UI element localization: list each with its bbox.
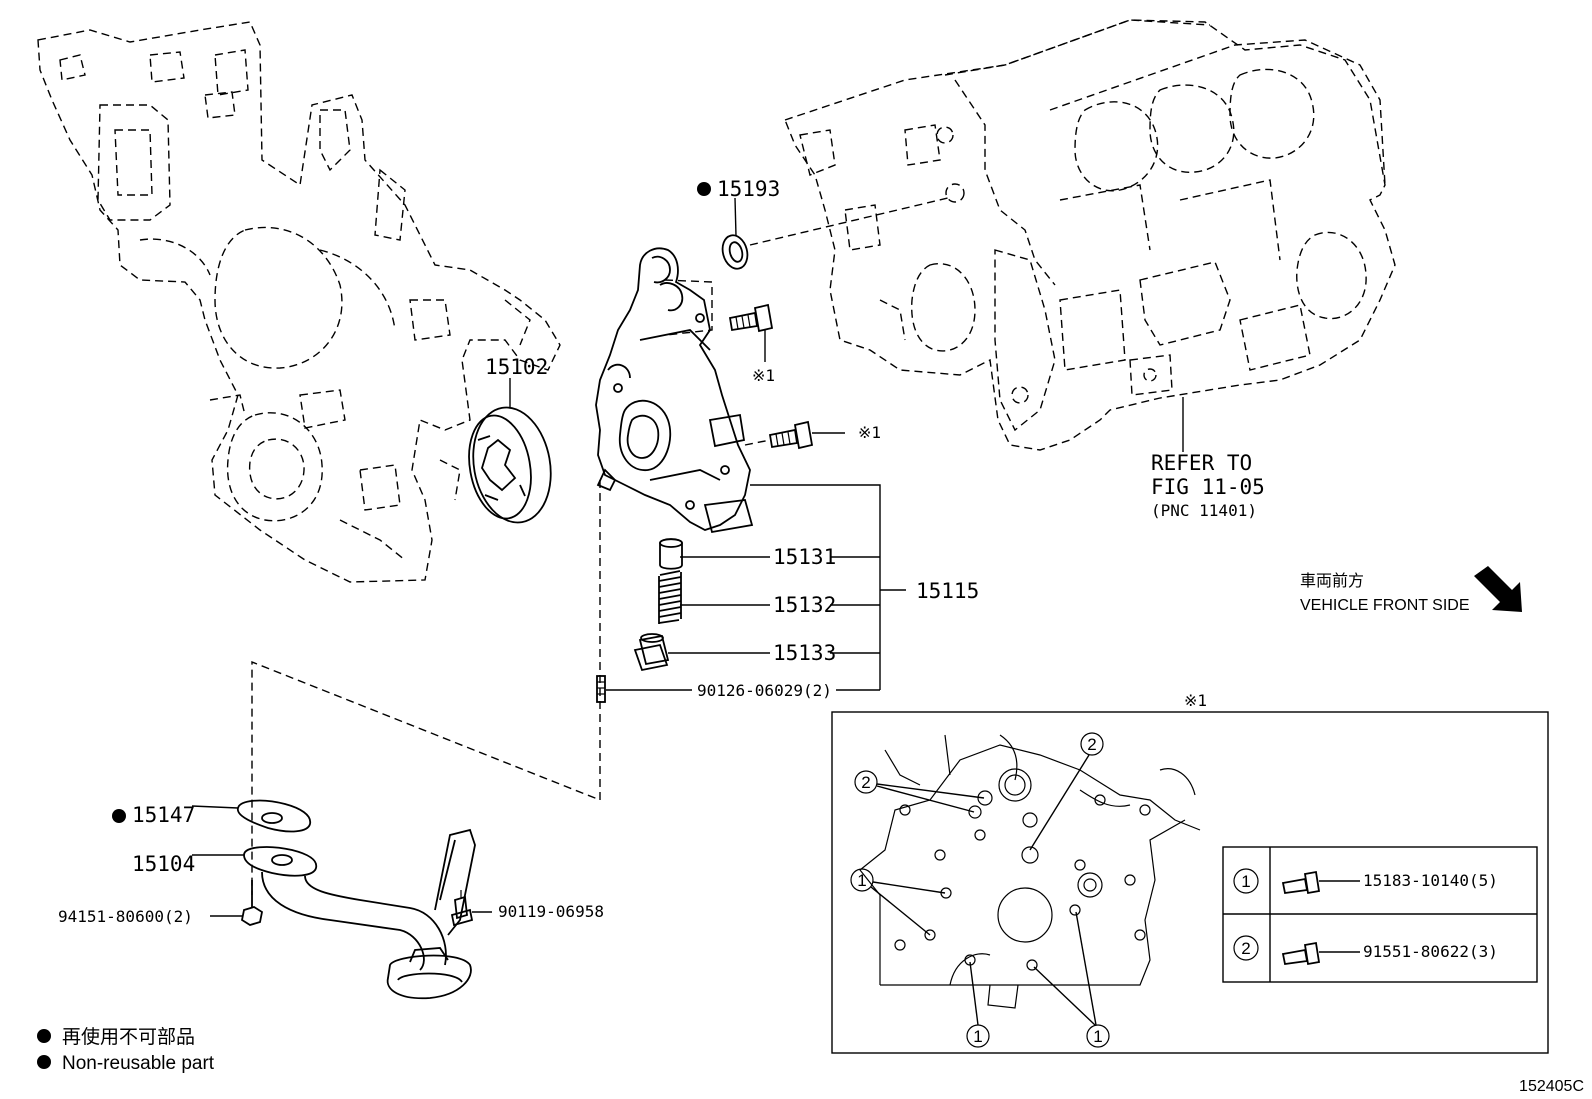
svg-text:2: 2: [861, 773, 870, 792]
figure-id: 152405C: [1519, 1078, 1584, 1095]
relief-plug-15133-drawing: [633, 633, 670, 672]
legend-dot-icon: [37, 1029, 51, 1043]
bolt-2-icon: [1281, 941, 1321, 966]
part-label-15147[interactable]: 15147: [132, 803, 195, 827]
refer-pnc-label[interactable]: (PNC 11401): [1151, 501, 1257, 520]
legend-dot-icon: [37, 1055, 51, 1069]
stud-bolt-drawing: [596, 675, 606, 703]
legend-jp: 再使用不可部品: [62, 1026, 195, 1048]
refer-to-label[interactable]: REFER TO: [1151, 451, 1252, 475]
bolt-table: 1 2: [1222, 846, 1538, 983]
inset-callout-1-bottom-left[interactable]: 1: [966, 1024, 990, 1048]
inset-title-mark: ※1: [1184, 691, 1207, 710]
inset-cover-drawing: [859, 734, 1201, 1009]
refer-fig-label[interactable]: FIG 11-05: [1151, 475, 1265, 499]
part-label-15132[interactable]: 15132: [773, 593, 836, 617]
svg-text:1: 1: [857, 871, 866, 890]
part-label-15193[interactable]: 15193: [717, 177, 780, 201]
inset-frame: [831, 711, 1549, 1054]
part-label-90126[interactable]: 90126-06029(2): [697, 681, 832, 700]
strainer-gasket-15147-drawing: [237, 799, 312, 833]
bolt-table-key-1: 1: [1241, 872, 1250, 891]
inset-callout-2-left[interactable]: 2: [854, 770, 878, 794]
cylinder-block-drawing: [784, 19, 1396, 451]
nut-drawing: [240, 880, 264, 926]
part-label-15102[interactable]: 15102: [485, 355, 548, 379]
oil-pump-body-drawing: [595, 247, 754, 534]
relief-valve-15131-drawing: [659, 538, 683, 570]
bolt-1-icon: [1281, 870, 1321, 895]
inset-callout-1-left[interactable]: 1: [850, 868, 874, 892]
part-label-94151[interactable]: 94151-80600(2): [58, 907, 193, 926]
oil-strainer-15104-drawing: [243, 828, 476, 1000]
part-label-15104[interactable]: 15104: [132, 852, 195, 876]
bolt-note-mark-upper: ※1: [752, 366, 775, 385]
legend-en: Non-reusable part: [62, 1053, 215, 1074]
non-reusable-dot-icon: [112, 809, 126, 823]
pump-body-dashed-outline: [664, 279, 713, 336]
bolt-upper-drawing: [728, 303, 774, 333]
inset-callout-1-bottom-right[interactable]: 1: [1086, 1024, 1110, 1048]
svg-text:1: 1: [973, 1027, 982, 1046]
non-reusable-dot-icon: [697, 182, 711, 196]
bolt-table-part-2[interactable]: 91551-80622(3): [1363, 942, 1498, 961]
oil-seal-15193-drawing: [721, 234, 749, 270]
part-label-15133[interactable]: 15133: [773, 641, 836, 665]
part-label-15131[interactable]: 15131: [773, 545, 836, 569]
bolt-lower-drawing: [768, 420, 814, 450]
inset-callout-2-top[interactable]: 2: [1080, 732, 1104, 756]
vehicle-front-en: VEHICLE FRONT SIDE: [1300, 597, 1470, 614]
bolt-note-mark-lower: ※1: [858, 423, 881, 442]
part-label-90119[interactable]: 90119-06958: [498, 902, 604, 921]
bolt-table-part-1[interactable]: 15183-10140(5): [1363, 871, 1498, 890]
oil-pump-rotor-15102-drawing: [468, 406, 552, 524]
vehicle-front-jp: 車両前方: [1300, 572, 1364, 590]
svg-text:1: 1: [1093, 1027, 1102, 1046]
vehicle-front-arrow-icon: [1474, 566, 1522, 612]
bolt-table-key-2: 2: [1241, 939, 1250, 958]
svg-text:2: 2: [1087, 735, 1096, 754]
relief-spring-15132-drawing: [658, 570, 682, 624]
timing-chain-cover-drawing: [37, 21, 561, 583]
part-label-15115[interactable]: 15115: [916, 579, 979, 603]
strainer-bolt-drawing: [450, 890, 474, 927]
